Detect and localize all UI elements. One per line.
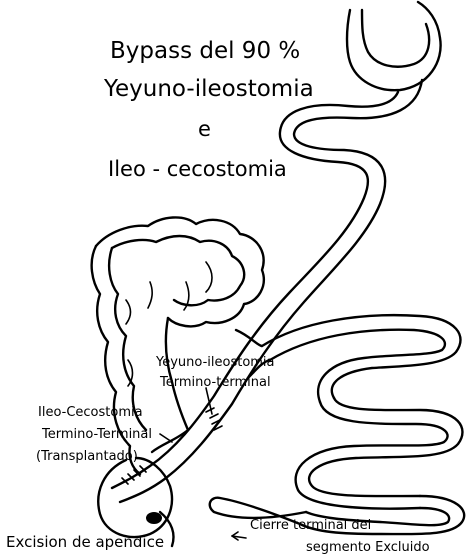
appendix-excision-site	[146, 512, 162, 524]
title-line-2: Yeyuno-ileostomia	[103, 76, 314, 102]
stomach-shape	[347, 2, 441, 90]
label-cierre-line1: Cierre terminal del	[250, 518, 371, 533]
title-line-1: Bypass del 90 %	[110, 38, 300, 64]
label-ileo-line2: Termino-Terminal	[41, 427, 152, 442]
title-line-3: e	[198, 117, 211, 141]
label-cierre-line2: segmento Excluido	[306, 540, 430, 555]
excluded-segment-loops	[210, 315, 464, 534]
label-yeyuno-line1: Yeyuno-ileostomia	[155, 355, 275, 370]
leader-ileo	[160, 434, 172, 442]
jejunum-tube-inner	[120, 80, 422, 502]
label-ileo-line3: (Transplantado)	[36, 449, 138, 464]
label-ileo-line1: Ileo-Cecostomia	[38, 405, 143, 420]
label-yeyuno-line2: Termino-terminal	[159, 375, 271, 390]
label-excision: Excision de apendice	[6, 533, 164, 551]
title-line-4: Ileo - cecostomia	[108, 157, 287, 181]
